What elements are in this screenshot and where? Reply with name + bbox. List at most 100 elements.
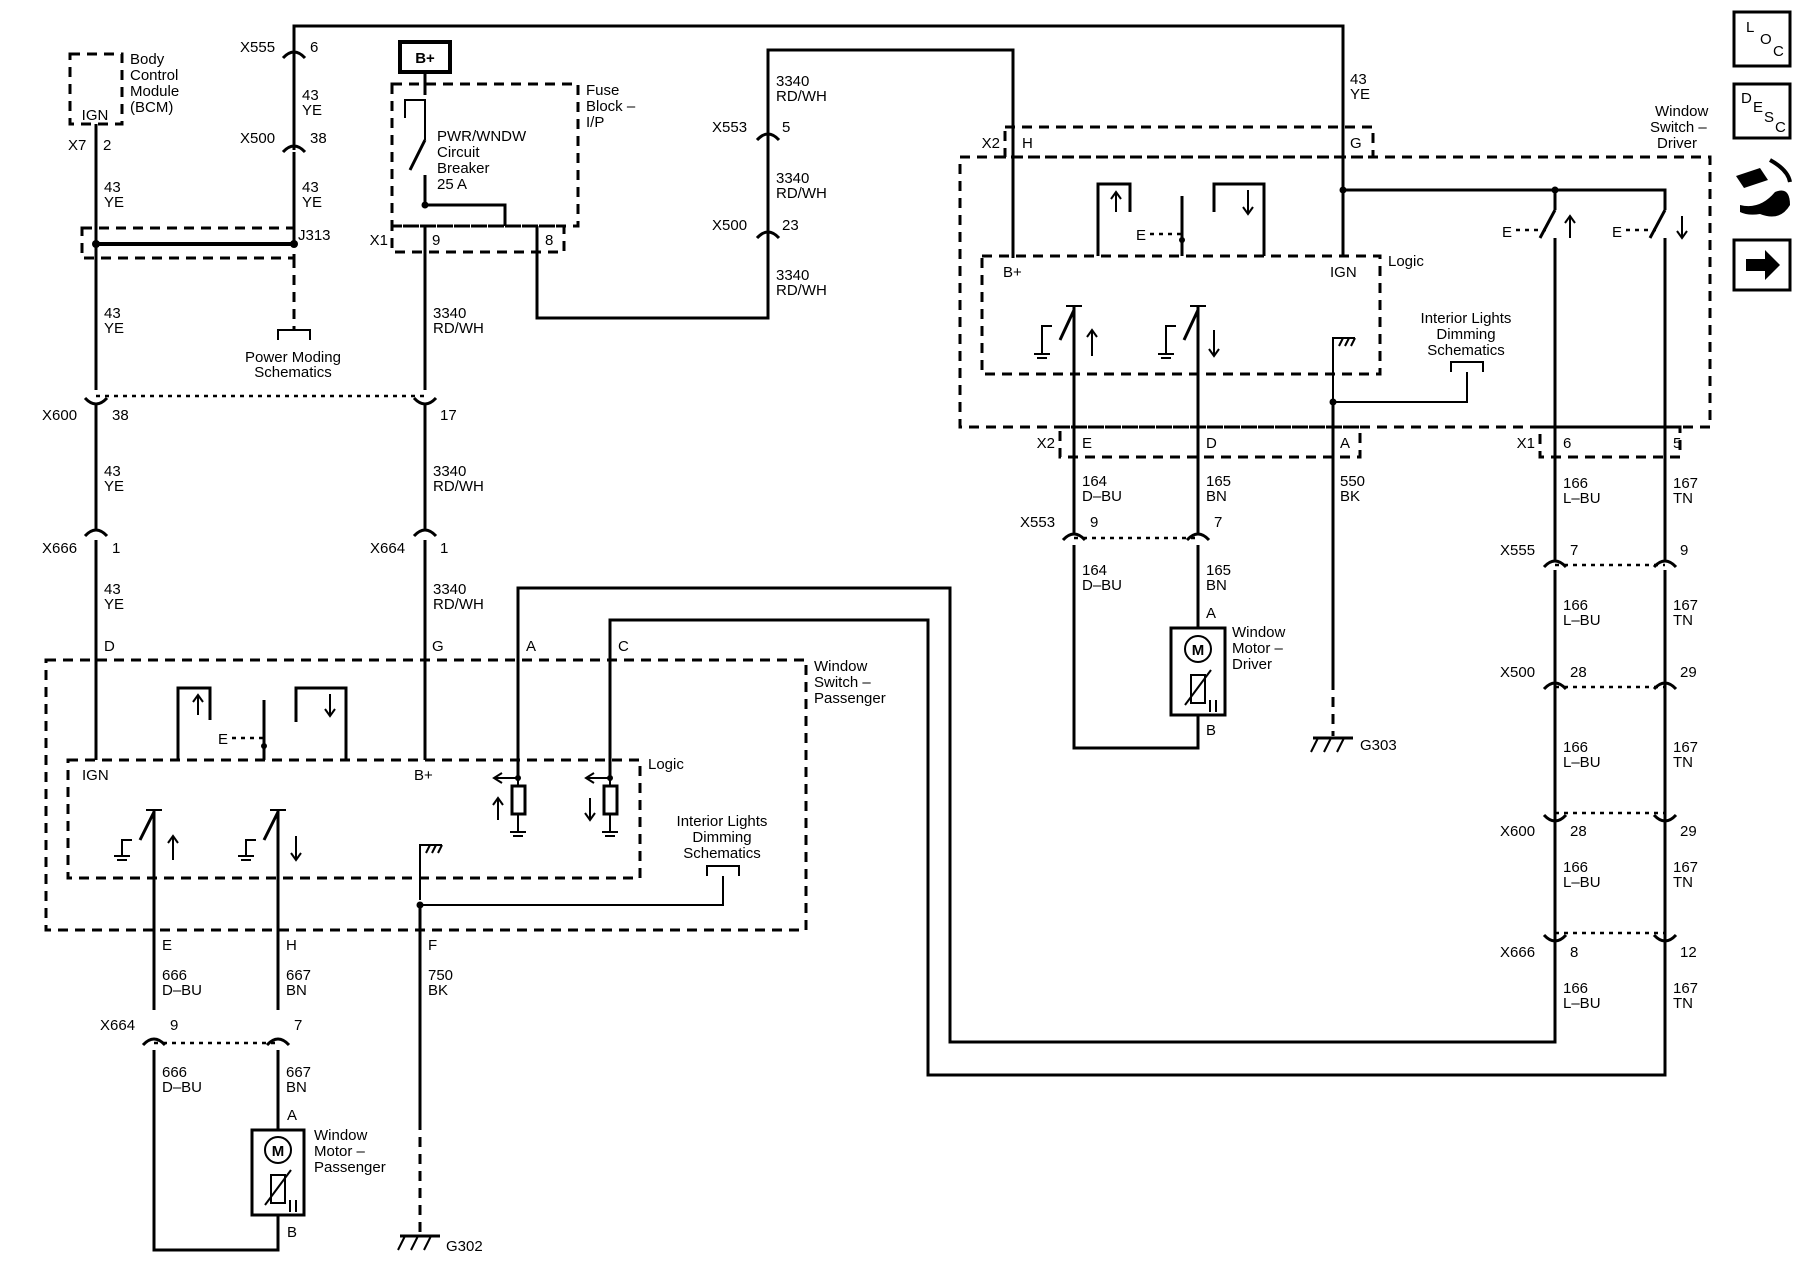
- wire-167-color: TN: [1673, 995, 1693, 1012]
- desc-button[interactable]: D E S C: [1732, 82, 1792, 140]
- conn-x666-drv-12: 12: [1680, 944, 1697, 961]
- ild-pass-label2: Dimming: [692, 829, 751, 846]
- conn-x553-top-pin: 5: [782, 119, 790, 136]
- conn-x2-top-g: G: [1350, 135, 1362, 152]
- ws-pass-label3: Passenger: [814, 690, 886, 707]
- wire-667-label: 667: [286, 967, 311, 984]
- motor-pass-label2: Motor –: [314, 1143, 366, 1160]
- pass-e-symbol: E: [218, 731, 228, 748]
- breaker-label3: Breaker: [437, 160, 490, 177]
- conn-x555-drv: X555: [1500, 542, 1535, 559]
- loc-o: O: [1760, 31, 1772, 48]
- wire-43-label: 43: [104, 179, 121, 196]
- fuse-label3: I/P: [586, 114, 604, 131]
- conn-x600-drv-28: 28: [1570, 823, 1587, 840]
- wire-167-color: TN: [1673, 754, 1693, 771]
- conn-x500-mid: X500: [712, 217, 747, 234]
- wire-3340-label: 3340: [433, 581, 466, 598]
- conn-x500-drv: X500: [1500, 664, 1535, 681]
- conn-x553-drv: X553: [1020, 514, 1055, 531]
- pass-pin-f: F: [428, 937, 437, 954]
- conn-x555-top-pin: 6: [310, 39, 318, 56]
- motor-pass-label1: Window: [314, 1127, 368, 1144]
- conn-x666-drv-8: 8: [1570, 944, 1578, 961]
- conn-x553-drv-9: 9: [1090, 514, 1098, 531]
- window-motor-passenger: M: [250, 1128, 306, 1217]
- conn-x1-drv: X1: [1517, 435, 1535, 452]
- conn-x600-drv-29: 29: [1680, 823, 1697, 840]
- wire-43-label: 43: [302, 87, 319, 104]
- wire-3340-label: 3340: [776, 170, 809, 187]
- conn-x600-b-pin: 17: [440, 407, 457, 424]
- wire-166-color: L–BU: [1563, 754, 1601, 771]
- fuse-label1: Fuse: [586, 82, 619, 99]
- wire-43-color: YE: [104, 596, 124, 613]
- wire-167-color: TN: [1673, 874, 1693, 891]
- wire-550-color: BK: [1340, 488, 1360, 505]
- fuse-label2: Block –: [586, 98, 636, 115]
- bcm-label-line2: Control: [130, 67, 178, 84]
- loc-c: C: [1773, 43, 1784, 60]
- conn-x1-fuse-pin8: 8: [545, 232, 553, 249]
- pass-pin-g: G: [432, 638, 444, 655]
- wire-667-color: BN: [286, 982, 307, 999]
- wire-3340-color: RD/WH: [776, 88, 827, 105]
- ild-pass-label1: Interior Lights: [677, 813, 768, 830]
- motor-drv-label1: Window: [1232, 624, 1286, 641]
- pass-pin-a: A: [526, 638, 536, 655]
- conn-x2-bot: X2: [1037, 435, 1055, 452]
- wire-43-color: YE: [302, 102, 322, 119]
- pass-pin-h: H: [286, 937, 297, 954]
- wire-165-label: 165: [1206, 562, 1231, 579]
- wire-43-color: YE: [104, 194, 124, 211]
- conn-x664-pass-7: 7: [294, 1017, 302, 1034]
- desc-e: E: [1753, 99, 1763, 116]
- wire-43-color: YE: [302, 194, 322, 211]
- drv-e-right: E: [1612, 224, 1622, 241]
- wire-43-label: 43: [104, 463, 121, 480]
- conn-x500-top: X500: [240, 130, 275, 147]
- wire-3340-color: RD/WH: [433, 596, 484, 613]
- diagnostic-tools-icon[interactable]: [1736, 158, 1792, 217]
- breaker-label1: PWR/WNDW: [437, 128, 527, 145]
- arrow-right-icon: [1746, 250, 1780, 280]
- wire-164-label: 164: [1082, 473, 1107, 490]
- drv-up-switch: [1034, 305, 1098, 535]
- wire-166-color: L–BU: [1563, 612, 1601, 629]
- ws-pass-label2: Switch –: [814, 674, 871, 691]
- conn-x664-pass: X664: [100, 1017, 135, 1034]
- wire-166-color: L–BU: [1563, 995, 1601, 1012]
- wire-166-label: 166: [1563, 597, 1588, 614]
- breaker-label4: 25 A: [437, 176, 467, 193]
- drv-down-switch: [1158, 305, 1220, 535]
- conn-x555-drv-7: 7: [1570, 542, 1578, 559]
- ground-g303: G303: [1310, 736, 1397, 754]
- wire-166-label: 166: [1563, 859, 1588, 876]
- motor-drv-label2: Motor –: [1232, 640, 1284, 657]
- wire-167-label: 167: [1673, 597, 1698, 614]
- motor-pass-m: M: [272, 1143, 285, 1160]
- wire-43-label: 43: [302, 179, 319, 196]
- desc-d: D: [1741, 90, 1752, 107]
- desc-c: C: [1775, 119, 1786, 136]
- loc-l: L: [1746, 19, 1754, 36]
- conn-x666-drv: X666: [1500, 944, 1535, 961]
- wire-667-color: BN: [286, 1079, 307, 1096]
- conn-x7: X7: [68, 137, 86, 154]
- next-arrow-button[interactable]: [1732, 238, 1792, 292]
- ild-drv-label2: Dimming: [1436, 326, 1495, 343]
- motor-pass-pin-b: B: [287, 1224, 297, 1241]
- conn-x2-top-h: H: [1022, 135, 1033, 152]
- conn-j313: J313: [298, 227, 331, 244]
- wire-165-color: BN: [1206, 488, 1227, 505]
- conn-x1-drv-6: 6: [1563, 435, 1571, 452]
- wire-750-label: 750: [428, 967, 453, 984]
- conn-x555-top: X555: [240, 39, 275, 56]
- wire-164-color: D–BU: [1082, 577, 1122, 594]
- ild-drv-label3: Schematics: [1427, 342, 1505, 359]
- bcm-ign-label: IGN: [82, 107, 109, 124]
- pass-up-switch: [114, 809, 179, 1010]
- loc-button[interactable]: L O C: [1732, 10, 1792, 68]
- wire-43-color: YE: [1350, 86, 1370, 103]
